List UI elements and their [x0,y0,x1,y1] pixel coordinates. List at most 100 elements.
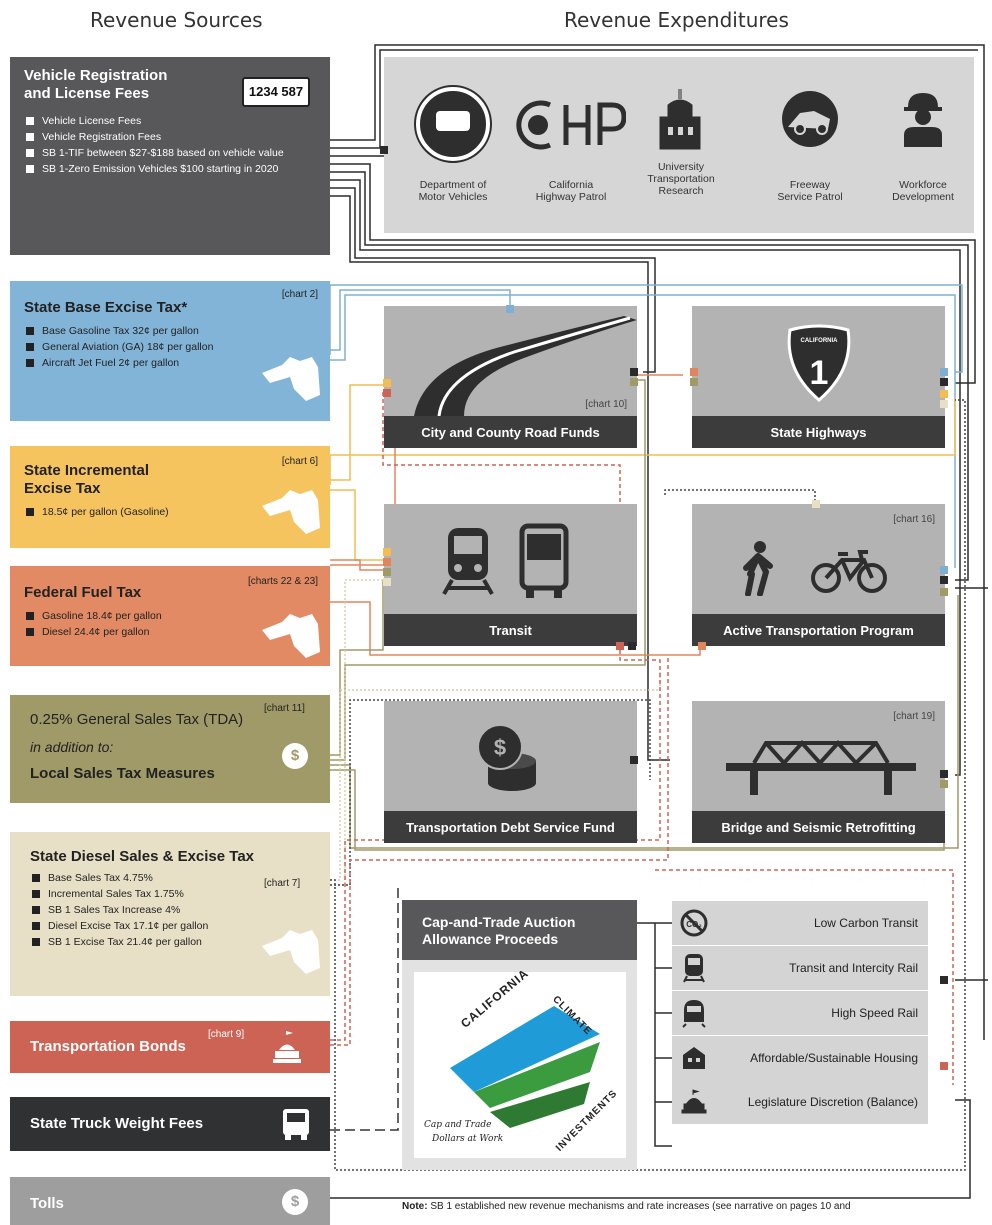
expenditure-label: Transit [384,614,637,646]
chart-ref: [chart 19] [893,711,935,722]
cap-trade-item-affordable-housing: Affordable/Sustainable Housing [672,1036,928,1080]
cap-trade-item-label: Low Carbon Transit [813,916,918,930]
connector-marker [940,576,948,584]
expenditure-label: Active Transportation Program [692,614,945,646]
connector-marker [940,378,948,386]
chart-ref: [charts 22 & 23] [247,576,318,587]
connector-marker [383,389,391,397]
list-item: Incremental Sales Tax 1.75% [30,888,310,901]
connector-marker [940,368,948,376]
list-item: Vehicle Registration Fees [24,131,316,144]
source-title: State Base Excise Tax* [24,299,188,316]
connector-marker [940,566,948,574]
cap-trade-item-low-carbon-transit: CO₂ Low Carbon Transit [672,901,928,945]
list-item: SB 1 Excise Tax 21.4¢ per gallon [30,936,310,949]
pedestrian-icon [743,541,773,596]
source-title: Vehicle Registration [24,67,168,84]
connector-marker [380,146,388,154]
bridge-icon [726,740,916,795]
expenditures-header: Revenue Expenditures [564,8,789,32]
chart-ref: [chart 9] [208,1029,245,1040]
expenditure-city-county-roads: [chart 10] City and County Road Funds [384,306,637,448]
dollar-coin-icon: $ [282,743,308,769]
expenditure-label: State Highways [692,416,945,448]
list-item: Base Gasoline Tax 32¢ per gallon [24,325,316,338]
cap-trade-item-label: Affordable/Sustainable Housing [750,1051,918,1065]
chp-logo-icon [516,100,626,150]
list-item: Aircraft Jet Fuel 2¢ per gallon [24,357,316,370]
list-item: SB 1-Zero Emission Vehicles $100 startin… [24,163,316,176]
source-state-truck-weight-fees: State Truck Weight Fees [10,1097,330,1151]
road-icon [414,316,637,416]
chart-ref: [chart 2] [281,289,318,300]
source-title: Tolls [30,1195,64,1212]
connector-marker [383,558,391,566]
expenditure-label: City and County Road Funds [384,416,637,448]
truck-icon [283,1109,309,1140]
fuel-pump-icon [262,930,320,974]
cap-trade-item-high-speed-rail: High Speed Rail [672,991,928,1035]
cap-trade-item-transit-intercity-rail: Transit and Intercity Rail [672,946,928,990]
cap-and-trade-title: Cap-and-Trade Auction Allowance Proceeds [402,900,637,960]
no-co2-icon: CO₂ [676,907,712,939]
connector-marker [940,588,948,596]
source-subtitle: in addition to: [30,739,114,755]
list-item: General Aviation (GA) 18¢ per gallon [24,341,316,354]
expenditure-debt-service: $ Transportation Debt Service Fund [384,701,637,843]
university-building-icon [659,89,701,150]
bus-icon [519,523,569,598]
connector-marker [690,368,698,376]
svg-text:1: 1 [810,354,829,392]
connector-marker [940,780,948,788]
source-state-diesel-tax: [chart 7] State Diesel Sales & Excise Ta… [10,832,330,996]
chart-ref: [chart 6] [281,456,318,467]
cap-trade-item-label: High Speed Rail [831,1006,918,1020]
source-title: and License Fees [24,85,150,102]
connector-marker [698,642,706,650]
connector-marker [383,379,391,387]
connector-marker [506,305,514,313]
train-icon [676,952,712,984]
cap-trade-item-label: Legislature Discretion (Balance) [747,1095,918,1109]
dmv-seal-icon [414,85,492,163]
chart-ref: [chart 10] [585,399,627,410]
chart-ref: [chart 16] [893,514,935,525]
source-title: Local Sales Tax Measures [30,765,215,782]
source-transportation-bonds: [chart 9] Transportation Bonds [10,1021,330,1073]
connector-marker [630,368,638,376]
dollar-coin-icon: $ [282,1189,308,1215]
connector-marker [812,500,820,508]
worker-icon [904,93,942,147]
list-item: SB 1-TIF between $27-$188 based on vehic… [24,147,316,160]
source-vehicle-registration: Vehicle Registration and License Fees 12… [10,57,330,255]
connector-marker [383,578,391,586]
list-item: Vehicle License Fees [24,115,316,128]
coins-stack-icon: $ [477,724,536,791]
chart-ref: [chart 11] [264,703,305,714]
footnote: Note: SB 1 established new revenue mecha… [402,1201,851,1212]
connector-marker [616,642,624,650]
capitol-building-icon [676,1086,712,1118]
expenditure-label: Bridge and Seismic Retrofitting [692,811,945,843]
expenditure-label: Transportation Debt Service Fund [384,811,637,843]
capitol-building-icon [273,1031,301,1063]
train-icon [442,528,494,595]
sources-header: Revenue Sources [90,8,263,32]
list-item: Gasoline 18.4¢ per gallon [24,610,316,623]
connector-marker [690,378,698,386]
list-item: 18.5¢ per gallon (Gasoline) [24,506,316,519]
high-speed-train-icon [676,997,712,1029]
cap-trade-item-label: Transit and Intercity Rail [789,961,918,975]
source-federal-fuel-tax: [charts 22 & 23] Federal Fuel Tax Gasoli… [10,566,330,666]
source-state-incremental-excise-tax: [chart 6] State Incremental Excise Tax 1… [10,446,330,548]
connector-marker [940,770,948,778]
logo-text: Dollars at Work [432,1134,504,1144]
connector-marker [940,400,948,408]
chart-ref: [chart 7] [264,878,301,889]
svg-text:CALIFORNIA: CALIFORNIA [801,338,839,344]
connector-marker [383,568,391,576]
svg-text:$: $ [494,735,506,760]
expenditure-transit: Transit [384,504,637,646]
